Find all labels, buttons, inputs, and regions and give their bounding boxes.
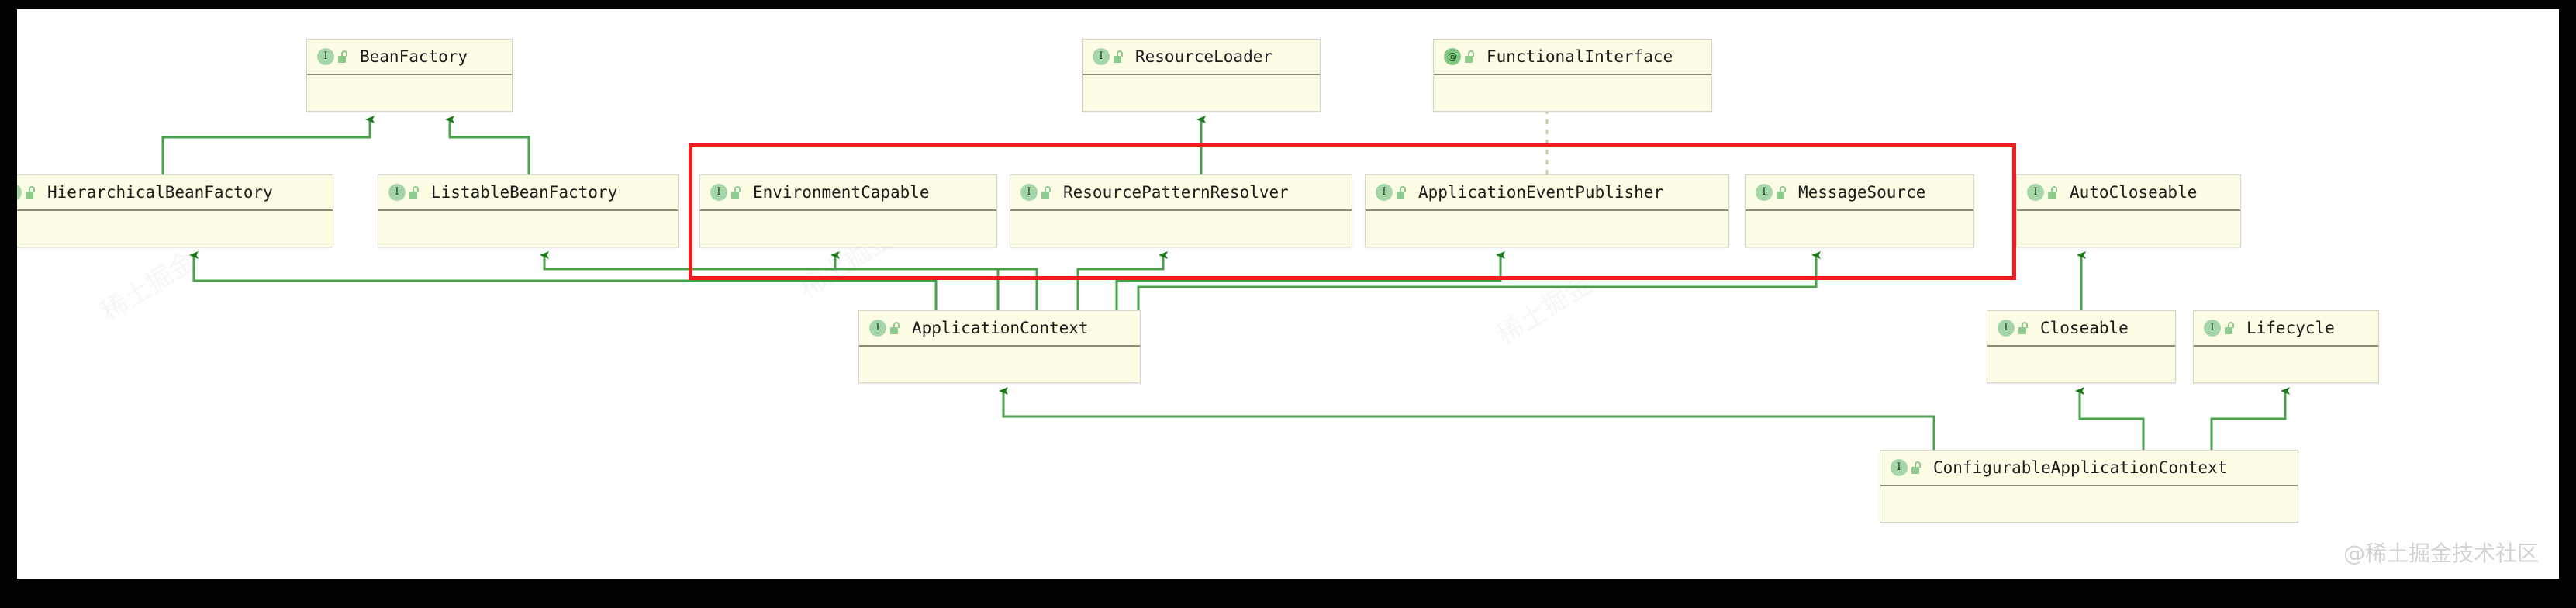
class-members-area xyxy=(1366,211,1728,248)
unlocked-padlock-icon xyxy=(1041,186,1052,199)
class-members-area xyxy=(1010,211,1352,248)
source-watermark: @稀土掘金技术社区 xyxy=(2343,541,2539,566)
class-box-resourceloader[interactable]: I ResourceLoader xyxy=(1082,39,1321,112)
class-members-area xyxy=(1746,211,1973,248)
annotation-icon: @ xyxy=(1444,48,1461,65)
unlocked-padlock-icon xyxy=(2018,322,2029,334)
background-watermark-1: 稀土掘金 xyxy=(92,240,202,329)
class-header: I BeanFactory xyxy=(307,40,512,75)
unlocked-padlock-icon xyxy=(1397,186,1407,199)
unlocked-padlock-icon xyxy=(1911,461,1922,474)
class-name-label: EnvironmentCapable xyxy=(753,183,930,202)
class-members-area xyxy=(17,211,333,248)
unlocked-padlock-icon xyxy=(26,186,36,199)
class-members-area xyxy=(1880,486,2298,523)
interface-icon: I xyxy=(1756,184,1773,201)
interface-icon: I xyxy=(1891,459,1908,476)
class-name-label: Lifecycle xyxy=(2246,319,2335,337)
class-header: I Closeable xyxy=(1987,311,2175,347)
class-box-messagesource[interactable]: I MessageSource xyxy=(1745,174,1974,247)
class-box-applicationcontext[interactable]: I ApplicationContext xyxy=(858,310,1141,383)
unlocked-padlock-icon xyxy=(2225,322,2236,334)
class-header: I ListableBeanFactory xyxy=(378,175,678,211)
class-name-label: MessageSource xyxy=(1798,183,1926,202)
class-header: I AutoCloseable xyxy=(2017,175,2240,211)
class-members-area xyxy=(2194,347,2378,384)
class-header: I ConfigurableApplicationContext xyxy=(1880,451,2298,486)
interface-icon: I xyxy=(17,184,22,201)
class-name-label: ConfigurableApplicationContext xyxy=(1933,458,2228,477)
class-box-resourcepatternresolver[interactable]: I ResourcePatternResolver xyxy=(1010,174,1352,247)
class-members-area xyxy=(307,75,512,112)
class-header: I ApplicationEventPublisher xyxy=(1366,175,1728,211)
class-header: I ApplicationContext xyxy=(859,311,1140,347)
class-box-closeable[interactable]: I Closeable xyxy=(1987,310,2176,383)
unlocked-padlock-icon xyxy=(1114,50,1124,63)
unlocked-padlock-icon xyxy=(1777,186,1787,199)
unlocked-padlock-icon xyxy=(409,186,420,199)
class-name-label: ResourceLoader xyxy=(1135,47,1273,66)
class-members-area xyxy=(1434,75,1711,112)
class-name-label: ResourcePatternResolver xyxy=(1063,183,1289,202)
class-name-label: ListableBeanFactory xyxy=(431,183,618,202)
class-name-label: Closeable xyxy=(2040,319,2129,337)
class-name-label: HierarchicalBeanFactory xyxy=(47,183,273,202)
interface-icon: I xyxy=(2204,320,2221,337)
interface-icon: I xyxy=(317,48,334,65)
class-header: I EnvironmentCapable xyxy=(700,175,996,211)
class-header: @ FunctionalInterface xyxy=(1434,40,1711,75)
class-name-label: ApplicationEventPublisher xyxy=(1418,183,1664,202)
interface-icon: I xyxy=(2027,184,2044,201)
interface-icon: I xyxy=(869,320,886,337)
interface-icon: I xyxy=(1998,320,2015,337)
class-name-label: BeanFactory xyxy=(360,47,468,66)
class-box-configurableapplicationcontext[interactable]: I ConfigurableApplicationContext xyxy=(1880,450,2298,523)
class-name-label: ApplicationContext xyxy=(912,319,1089,337)
class-box-lifecycle[interactable]: I Lifecycle xyxy=(2193,310,2379,383)
class-box-autocloseable[interactable]: I AutoCloseable xyxy=(2016,174,2241,247)
class-name-label: AutoCloseable xyxy=(2070,183,2198,202)
class-box-functionalinterface[interactable]: @ FunctionalInterface xyxy=(1433,39,1712,112)
interface-icon: I xyxy=(1376,184,1393,201)
class-box-beanfactory[interactable]: I BeanFactory xyxy=(306,39,513,112)
class-members-area xyxy=(1987,347,2175,384)
class-header: I Lifecycle xyxy=(2194,311,2378,347)
class-box-environmentcapable[interactable]: I EnvironmentCapable xyxy=(699,174,997,247)
class-header: I ResourceLoader xyxy=(1083,40,1320,75)
unlocked-padlock-icon xyxy=(2048,186,2059,199)
class-box-hierarchicalbeanfactory[interactable]: I HierarchicalBeanFactory xyxy=(17,174,333,247)
red-highlight-rectangle xyxy=(689,143,2016,280)
interface-icon: I xyxy=(710,184,727,201)
class-name-label: FunctionalInterface xyxy=(1487,47,1673,66)
class-header: I HierarchicalBeanFactory xyxy=(17,175,333,211)
unlocked-padlock-icon xyxy=(731,186,742,199)
interface-icon: I xyxy=(1093,48,1110,65)
class-box-listablebeanfactory[interactable]: I ListableBeanFactory xyxy=(378,174,679,247)
unlocked-padlock-icon xyxy=(890,322,901,334)
class-header: I ResourcePatternResolver xyxy=(1010,175,1352,211)
class-members-area xyxy=(700,211,996,248)
class-members-area xyxy=(378,211,678,248)
class-members-area xyxy=(2017,211,2240,248)
unlocked-padlock-icon xyxy=(338,50,349,63)
class-box-applicationeventpublisher[interactable]: I ApplicationEventPublisher xyxy=(1365,174,1729,247)
class-members-area xyxy=(1083,75,1320,112)
class-header: I MessageSource xyxy=(1746,175,1973,211)
interface-icon: I xyxy=(1020,184,1038,201)
class-members-area xyxy=(859,347,1140,384)
unlocked-padlock-icon xyxy=(1465,50,1476,63)
diagram-canvas: 稀土掘金 稀土掘金 稀土掘金 xyxy=(17,9,2559,579)
interface-icon: I xyxy=(388,184,406,201)
